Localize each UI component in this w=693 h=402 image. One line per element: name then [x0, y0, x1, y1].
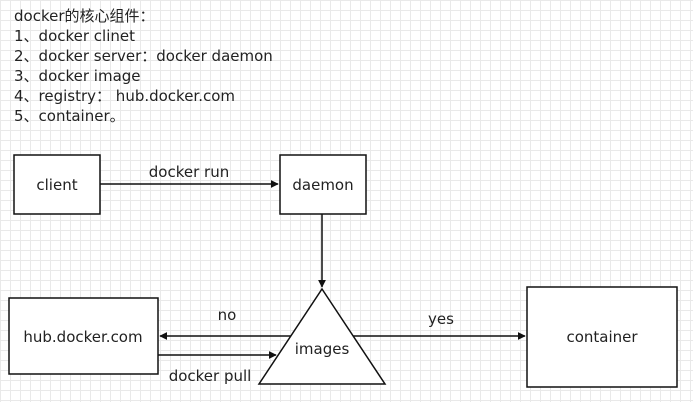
container-node: container	[526, 286, 678, 388]
registry-label: hub.docker.com	[23, 328, 142, 346]
notes-text: docker的核心组件： 1、docker clinet 2、docker se…	[14, 6, 273, 126]
notes-item-registry: 4、registry： hub.docker.com	[14, 87, 236, 105]
edge-run-label: docker run	[149, 163, 229, 181]
daemon-node: daemon	[279, 154, 367, 215]
registry-node: hub.docker.com	[8, 297, 159, 375]
edge-pull-label: docker pull	[169, 367, 252, 385]
images-label: images	[295, 340, 350, 358]
edge-no-label: no	[218, 306, 237, 324]
notes-item-client: 1、docker clinet	[14, 27, 136, 45]
container-label: container	[566, 328, 638, 346]
daemon-label: daemon	[292, 176, 353, 194]
notes-item-server: 2、docker server：docker daemon	[14, 47, 273, 65]
notes-item-image: 3、docker image	[14, 67, 141, 85]
notes-item-container: 5、container。	[14, 107, 125, 125]
client-node: client	[13, 154, 101, 215]
notes-heading: docker的核心组件：	[14, 7, 155, 25]
client-label: client	[36, 176, 77, 194]
edge-yes-label: yes	[428, 310, 454, 328]
